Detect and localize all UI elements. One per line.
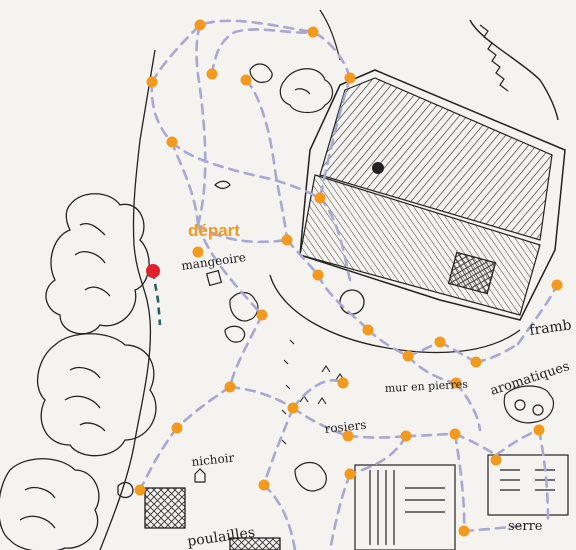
waypoint [470, 356, 482, 368]
start-connector [151, 271, 162, 326]
fence-right [469, 19, 559, 121]
terrace [269, 274, 521, 354]
waypoint [434, 336, 446, 348]
waypoint [533, 424, 545, 436]
waypoint [146, 76, 158, 88]
start-label: départ [188, 221, 240, 240]
hen-house-icon [117, 481, 281, 550]
waypoint [287, 402, 299, 414]
feeder-icon [205, 269, 223, 287]
waypoint [450, 377, 462, 389]
waypoint [314, 192, 326, 204]
greenhouse-area [294, 385, 569, 550]
waypoint [166, 136, 178, 148]
start-marker-icon [146, 264, 160, 278]
label-aromatics: aromatiques [489, 359, 572, 399]
waypoint [171, 422, 183, 434]
waypoint [490, 454, 502, 466]
waypoint [281, 234, 293, 246]
label-feeder: mangeoire [180, 250, 246, 273]
walking-paths [138, 19, 559, 550]
fence-top [319, 9, 341, 61]
bird-icon [214, 180, 231, 190]
label-greenhouse: serre [508, 519, 543, 534]
house-icon [299, 69, 566, 321]
waypoint [206, 68, 218, 80]
waypoint [256, 309, 268, 321]
waypoint [192, 246, 204, 258]
waypoint [194, 19, 206, 31]
label-nest-box: nichoir [191, 451, 235, 469]
waypoint [258, 479, 270, 491]
waypoint [240, 74, 252, 86]
waypoint [307, 26, 319, 38]
waypoint [362, 324, 374, 336]
waypoint [224, 381, 236, 393]
label-stone-wall: mur en pierres [384, 378, 468, 395]
waypoint [342, 430, 354, 442]
waypoint [458, 525, 470, 537]
waypoint [400, 430, 412, 442]
waypoint [344, 72, 356, 84]
nest-box-icon [194, 468, 206, 483]
property-boundary [99, 49, 156, 550]
terrace-table [339, 289, 365, 315]
waypoint [312, 269, 324, 281]
rose-bushes [281, 339, 345, 445]
fence-right-zigzag [479, 24, 509, 92]
waypoint [337, 377, 349, 389]
waypoint [402, 350, 414, 362]
waypoints [134, 19, 563, 537]
label-raspberries: framb [528, 317, 572, 339]
waypoint [344, 468, 356, 480]
label-roses: rosiers [324, 418, 367, 436]
waypoint [134, 484, 146, 496]
tree-cluster-left [0, 193, 157, 550]
waypoint [449, 428, 461, 440]
waypoint [551, 279, 563, 291]
